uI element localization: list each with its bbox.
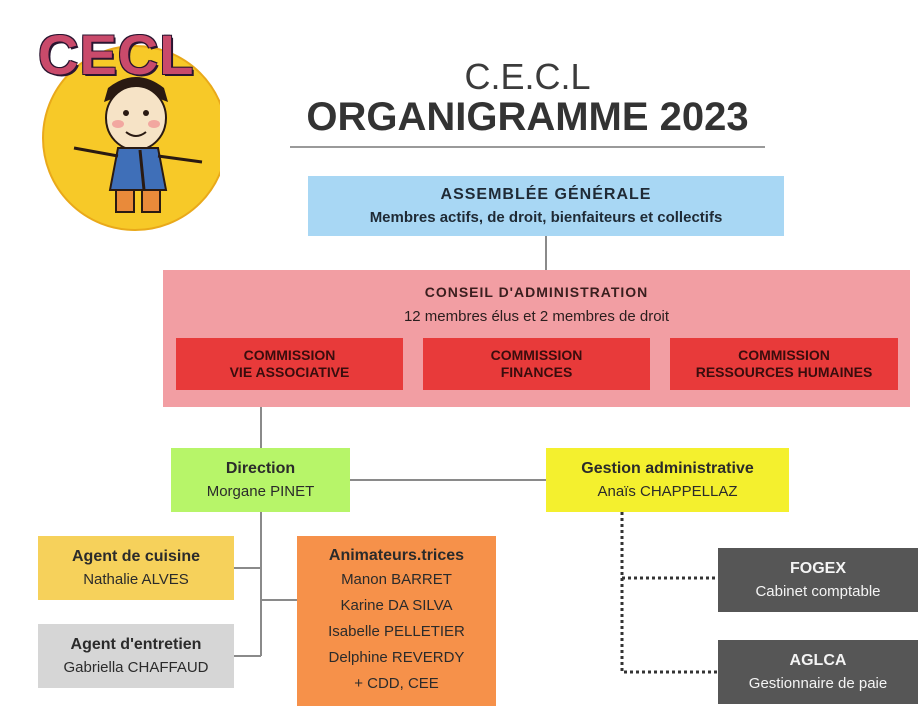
commission-name: FINANCES	[500, 364, 573, 380]
commission-label: COMMISSION	[243, 347, 336, 363]
cuisine-name: Nathalie ALVES	[83, 570, 189, 588]
direction-name: Morgane PINET	[206, 482, 315, 500]
animateur-name: Isabelle PELLETIER	[328, 623, 465, 640]
commission-label: COMMISSION	[490, 347, 583, 363]
page-title: ORGANIGRAMME 2023	[306, 95, 749, 139]
commission-ressources-humaines: COMMISSION RESSOURCES HUMAINES	[670, 338, 898, 390]
gestion-name: Anaïs CHAPPELLAZ	[597, 482, 738, 500]
aglca-title: AGLCA	[789, 651, 847, 669]
animateurs-box: Animateurs.trices Manon BARRET Karine DA…	[297, 536, 496, 706]
assemblee-title: ASSEMBLÉE GÉNÉRALE	[440, 185, 652, 203]
logo-wordmark: CECL	[38, 23, 195, 86]
commission-vie-associative: COMMISSION VIE ASSOCIATIVE	[176, 338, 403, 390]
connector-gestion-aglca	[620, 578, 718, 674]
page-subtitle: C.E.C.L	[464, 56, 591, 97]
commission-name: VIE ASSOCIATIVE	[229, 364, 350, 380]
assemblee-subtitle: Membres actifs, de droit, bienfaiteurs e…	[369, 208, 723, 226]
direction-title: Direction	[225, 459, 296, 477]
animateurs-title: Animateurs.trices	[328, 547, 465, 564]
conseil-title: CONSEIL D'ADMINISTRATION	[424, 284, 649, 300]
fogex-subtitle: Cabinet comptable	[755, 582, 881, 600]
aglca-box: AGLCA Gestionnaire de paie	[718, 640, 918, 704]
agent-entretien-box: Agent d'entretien Gabriella CHAFFAUD	[38, 624, 234, 688]
conseil-subtitle: 12 membres élus et 2 membres de droit	[403, 308, 670, 325]
assemblee-generale-box: ASSEMBLÉE GÉNÉRALE Membres actifs, de dr…	[308, 176, 784, 236]
entretien-name: Gabriella CHAFFAUD	[63, 658, 209, 676]
animateur-name: + CDD, CEE	[354, 675, 439, 692]
commission-finances: COMMISSION FINANCES	[423, 338, 650, 390]
fogex-title: FOGEX	[789, 559, 846, 577]
commission-name: RESSOURCES HUMAINES	[695, 364, 873, 380]
title-divider	[290, 146, 765, 148]
connector-gestion-fogex	[620, 512, 718, 580]
logo: CECL	[20, 18, 228, 233]
cuisine-title: Agent de cuisine	[71, 547, 201, 565]
commission-label: COMMISSION	[738, 347, 830, 363]
logo-face	[105, 85, 167, 151]
animateur-name: Delphine REVERDY	[328, 649, 465, 666]
animateur-name: Manon BARRET	[341, 571, 452, 588]
entretien-title: Agent d'entretien	[70, 635, 202, 653]
logo-body	[108, 147, 168, 191]
agent-cuisine-box: Agent de cuisine Nathalie ALVES	[38, 536, 234, 600]
gestion-administrative-box: Gestion administrative Anaïs CHAPPELLAZ	[546, 448, 789, 512]
aglca-subtitle: Gestionnaire de paie	[748, 674, 888, 692]
fogex-box: FOGEX Cabinet comptable	[718, 548, 918, 612]
gestion-title: Gestion administrative	[581, 459, 754, 477]
animateur-name: Karine DA SILVA	[340, 597, 453, 614]
logo-graphic	[42, 45, 228, 231]
direction-box: Direction Morgane PINET	[171, 448, 350, 512]
